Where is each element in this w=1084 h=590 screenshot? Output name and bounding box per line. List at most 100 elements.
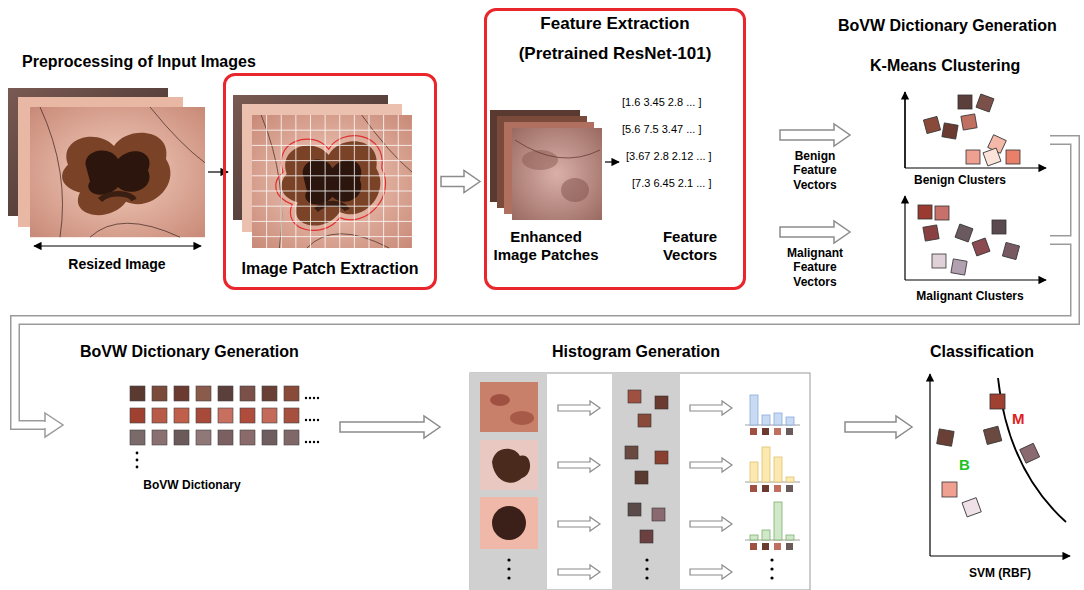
malignant-cluster-plot	[918, 205, 1020, 275]
histogram-panel	[655, 451, 668, 464]
histogram-panel	[750, 485, 757, 492]
dictionary-grid	[309, 397, 311, 399]
dictionary-grid	[305, 441, 307, 443]
histogram-panel	[628, 390, 641, 403]
benign-cluster-plot	[904, 92, 905, 168]
enhanced-patches	[605, 161, 619, 162]
svm-plot	[930, 555, 1070, 556]
histogram-panel	[492, 449, 530, 483]
dictionary-grid	[284, 430, 299, 445]
histogram-panel	[507, 567, 510, 570]
dictionary-grid	[313, 419, 315, 421]
stage-label: Malignant Feature Vectors	[775, 246, 855, 289]
stage-label: BoVW Dictionary Generation	[80, 342, 299, 361]
histogram-panel	[480, 440, 538, 490]
histogram-panel	[490, 394, 510, 406]
dictionary-grid	[136, 452, 139, 455]
box-text: [1.6 3.45 2.8 ... ]	[622, 96, 702, 109]
histogram-panel	[770, 567, 773, 570]
histogram-panel	[558, 458, 600, 472]
histogram-panel	[750, 395, 758, 425]
dictionary-grid	[130, 430, 145, 445]
box-text: [3.67 2.8 2.12 ... ]	[626, 150, 712, 163]
dictionary-grid	[284, 408, 299, 423]
dictionary-grid	[317, 419, 319, 421]
dictionary-grid	[130, 386, 145, 401]
patch-image-stack	[252, 115, 412, 248]
hollow-arrow	[845, 416, 912, 438]
histogram-panel	[770, 558, 773, 561]
benign-cluster-plot	[958, 95, 972, 109]
enhanced-patches	[561, 178, 589, 202]
dictionary-grid	[262, 430, 277, 445]
flow-arrow	[441, 171, 480, 193]
stage-label: Classification	[930, 342, 1034, 361]
box-text: [7.3 6.45 2.1 ... ]	[632, 177, 712, 190]
malignant-cluster-plot	[972, 238, 990, 256]
histogram-panel	[645, 558, 648, 561]
histogram-panel	[470, 373, 810, 590]
histogram-panel	[470, 373, 547, 590]
resized-image-stack	[30, 107, 205, 237]
hollow-arrow	[780, 221, 850, 243]
dictionary-grid	[309, 419, 311, 421]
malignant-cluster-plot	[905, 279, 1046, 280]
svm-plot	[929, 374, 930, 556]
dictionary-grid	[218, 408, 233, 423]
malignant-cluster-plot	[905, 196, 1046, 280]
histogram-panel	[762, 530, 770, 540]
histogram-panel	[786, 485, 793, 492]
histogram-panel	[786, 477, 794, 482]
histogram-panel	[625, 446, 638, 459]
enhanced-patches	[490, 110, 619, 220]
stage-label: BoVW Dictionary Generation	[838, 16, 1057, 35]
dictionary-grid	[174, 408, 189, 423]
patch-image-stack	[252, 115, 412, 248]
histogram-panel	[628, 503, 641, 516]
box-heading: Feature Extraction	[540, 14, 689, 34]
histogram-panel	[645, 576, 648, 579]
dictionary-grid	[136, 397, 320, 469]
histogram-panel	[762, 485, 769, 492]
dictionary-grid	[152, 430, 167, 445]
malignant-cluster-plot	[935, 206, 949, 220]
dictionary-grid	[284, 386, 299, 401]
dictionary-grid	[305, 419, 307, 421]
resized-image-stack	[30, 107, 205, 237]
histogram-panel	[762, 543, 769, 550]
benign-cluster-plot	[942, 123, 958, 139]
histogram-panel	[480, 382, 538, 432]
dictionary-grid	[130, 386, 319, 468]
histogram-panel	[558, 517, 600, 531]
stage-label: Preprocessing of Input Images	[22, 52, 256, 71]
box-text: [5.6 7.5 3.47 ... ]	[622, 123, 702, 136]
histogram-panel	[507, 558, 510, 561]
svm-plot	[962, 498, 981, 517]
dictionary-grid	[136, 466, 139, 469]
hollow-arrow	[340, 416, 440, 438]
histogram-panel	[750, 462, 758, 482]
svm-plot	[937, 394, 1040, 517]
malignant-cluster-plot	[992, 220, 1006, 234]
dictionary-grid	[130, 408, 145, 423]
malignant-cluster-plot	[918, 205, 932, 219]
histogram-panel	[750, 543, 757, 550]
svm-plot	[983, 426, 1001, 444]
dictionary-grid	[174, 386, 189, 401]
benign-cluster-plot	[1006, 150, 1020, 164]
histogram-panel	[645, 567, 648, 570]
resized-image-stack	[8, 88, 228, 246]
dictionary-grid	[240, 408, 255, 423]
histogram-panel	[655, 396, 668, 409]
dictionary-grid	[196, 408, 211, 423]
malignant-cluster-plot	[904, 196, 905, 280]
flow-connector	[43, 422, 47, 428]
histogram-panel	[786, 428, 793, 435]
benign-cluster-plot	[923, 116, 940, 133]
histogram-panel	[470, 373, 810, 590]
dictionary-grid	[196, 430, 211, 445]
dictionary-grid	[305, 397, 307, 399]
stage-label: BoVW Dictionary	[143, 478, 240, 492]
stage-label: Resized Image	[68, 256, 165, 273]
